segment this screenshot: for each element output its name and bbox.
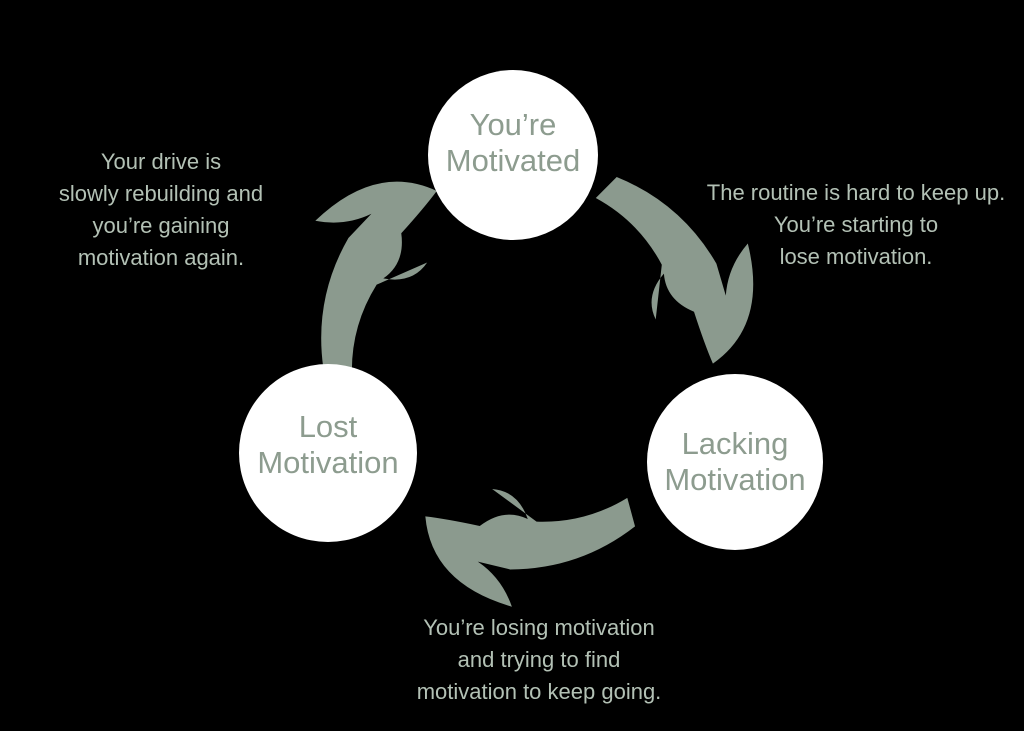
annotation-rebuilding-drive: Your drive is slowly rebuilding and you’… (58, 149, 264, 270)
node-youre-motivated: You’re Motivated (428, 70, 598, 240)
node-lost-motivation: Lost Motivation (239, 364, 417, 542)
node-lacking-motivation: Lacking Motivation (647, 374, 823, 550)
annotation-losing-motivation: The routine is hard to keep up. You’re s… (706, 180, 1006, 269)
annotation-trying-to-find-motivation: You’re losing motivation and trying to f… (416, 615, 662, 704)
node-lost-motivation-label: Lost Motivation (257, 409, 399, 480)
node-youre-motivated-label: You’re Motivated (445, 107, 581, 178)
node-lacking-motivation-label: Lacking Motivation (664, 426, 806, 497)
arrow-lacking-to-lost-icon (405, 415, 646, 645)
